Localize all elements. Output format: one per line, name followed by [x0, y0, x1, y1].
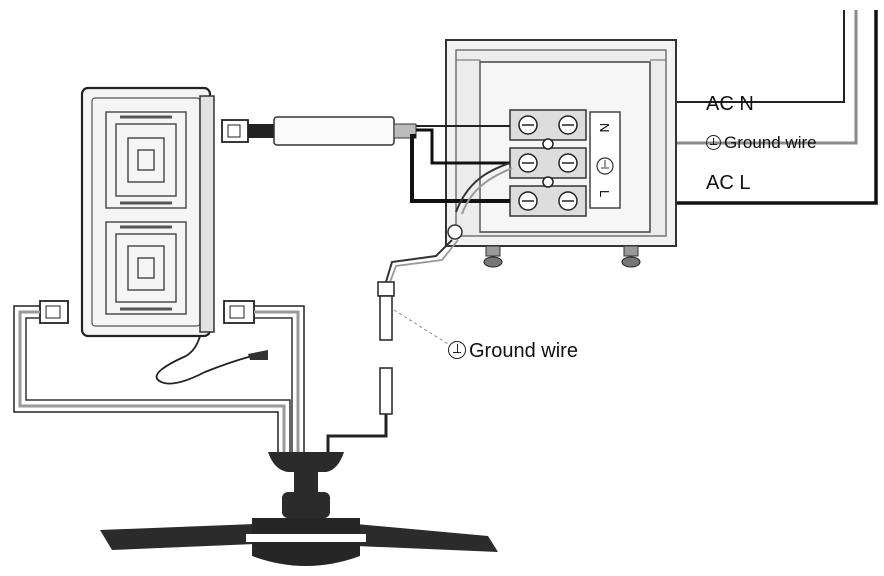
- ground-wire-label-top: Ground wire: [706, 133, 817, 153]
- ground-symbol-icon: [448, 341, 466, 359]
- ground-wire-label-bottom: Ground wire: [448, 340, 578, 363]
- receiver-module: [80, 86, 268, 385]
- terminal-block: [509, 109, 587, 217]
- ground-wire-label-bottom-text: Ground wire: [469, 340, 578, 362]
- ac-n-label: AC N: [706, 93, 754, 115]
- receiver-output-wires: [13, 300, 305, 452]
- ac-l-label: AC L: [706, 172, 751, 194]
- junction-box: N L: [445, 39, 677, 268]
- terminal-mark-l: L: [597, 190, 612, 197]
- mounting-screws: [483, 245, 641, 268]
- terminal-mark-n: N: [597, 123, 612, 132]
- incoming-mains-wires: [598, 10, 878, 205]
- ground-symbol-icon: [706, 135, 721, 150]
- antenna-wire: [155, 335, 253, 385]
- ground-wire-path: [326, 162, 513, 452]
- ceiling-fan: [100, 452, 498, 566]
- ground-wire-label-top-text: Ground wire: [724, 133, 817, 152]
